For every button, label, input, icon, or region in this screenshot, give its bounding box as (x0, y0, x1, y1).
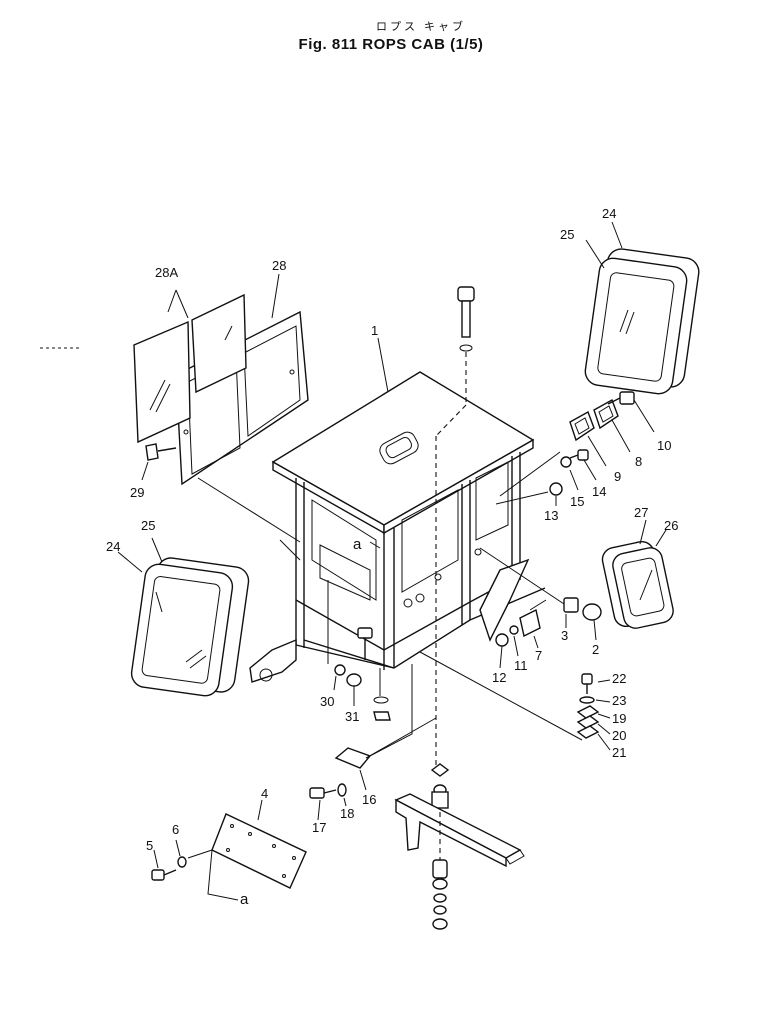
parts-19-23 (576, 673, 600, 739)
callout-17: 17 (312, 820, 326, 835)
callout-19: 19 (612, 711, 626, 726)
parts-30-31 (334, 627, 391, 721)
callout-18: 18 (340, 806, 354, 821)
callout-27: 27 (634, 505, 648, 520)
callout-14: 14 (592, 484, 606, 499)
callout-23: 23 (612, 693, 626, 708)
callout-24-right: 24 (602, 206, 616, 221)
callout-29: 29 (130, 485, 144, 500)
callout-1: 1 (371, 323, 378, 338)
callout-30: 30 (320, 694, 334, 709)
callout-7: 7 (535, 648, 542, 663)
callout-25-left: 25 (141, 518, 155, 533)
callout-31: 31 (345, 709, 359, 724)
window-24-25-right (584, 248, 700, 395)
figure-header: ロプス キャブ Fig. 811 ROPS CAB (1/5) (0, 18, 782, 53)
callout-13: 13 (544, 508, 558, 523)
callout-10: 10 (657, 438, 671, 453)
floor-rail (394, 793, 525, 868)
callout-24-left: 24 (106, 539, 120, 554)
callout-6: 6 (172, 822, 179, 837)
mount-stack (430, 763, 450, 930)
plate-16-group (309, 747, 372, 799)
callout-26: 26 (664, 518, 678, 533)
callout-3: 3 (561, 628, 568, 643)
bolt-29 (145, 443, 177, 461)
callout-4: 4 (261, 786, 268, 801)
callout-28: 28 (272, 258, 286, 273)
plate-4-group (151, 813, 307, 889)
callout-8: 8 (635, 454, 642, 469)
callout-2: 2 (592, 642, 599, 657)
callout-20: 20 (612, 728, 626, 743)
callout-5: 5 (146, 838, 153, 853)
callout-15: 15 (570, 494, 584, 509)
callout-16: 16 (362, 792, 376, 807)
top-bolt (457, 286, 475, 352)
callout-11: 11 (514, 658, 528, 673)
callout-a-cab: a (353, 536, 362, 553)
parts-2-3 (563, 597, 602, 621)
parts-13-14-15 (549, 449, 589, 496)
window-28-sliding (175, 310, 309, 486)
glass-28A (133, 293, 247, 444)
window-24-25-left (130, 557, 250, 697)
cab-frame (249, 371, 546, 683)
figure-subtitle: ロプス キャブ (375, 21, 467, 33)
callout-25-right: 25 (560, 227, 574, 242)
parts-7-11-12 (495, 608, 541, 647)
figure-title: Fig. 811 ROPS CAB (1/5) (298, 36, 484, 53)
callout-9: 9 (614, 469, 621, 484)
callout-28A: 28A (155, 265, 178, 280)
callout-12: 12 (492, 670, 506, 685)
parts-8-9-10 (569, 391, 635, 442)
callout-21: 21 (612, 745, 626, 760)
window-26-27 (601, 541, 674, 629)
callout-labels: 1 2 3 4 5 6 7 8 9 10 11 12 13 14 15 16 1… (106, 206, 678, 908)
callout-22: 22 (612, 671, 626, 686)
callout-a-plate: a (240, 891, 249, 908)
